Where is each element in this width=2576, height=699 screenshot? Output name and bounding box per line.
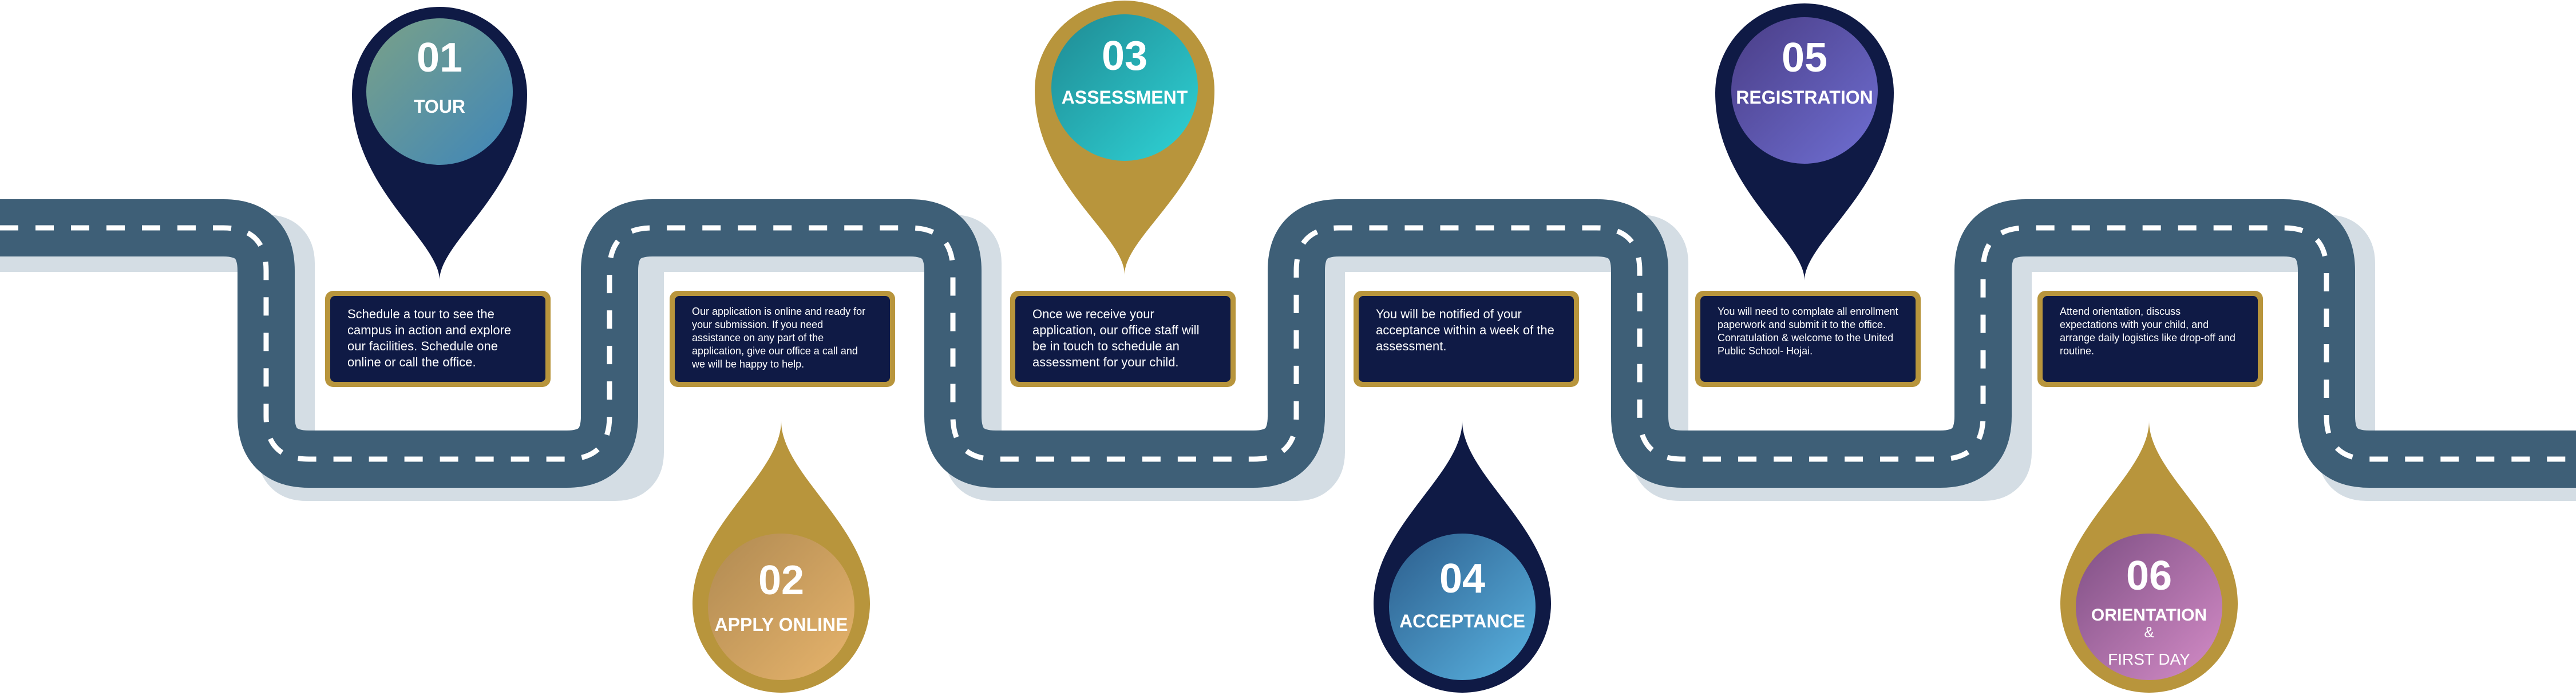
step-03-pin-circle <box>1051 14 1198 161</box>
step-03-title: ASSESSMENT <box>1062 87 1188 108</box>
step-04-title: ACCEPTANCE <box>1399 611 1525 631</box>
step-05-pin: 05 REGISTRATION <box>1715 3 1894 281</box>
step-05-number: 05 <box>1782 35 1827 81</box>
step-05-description: You will need to complate all enrollment… <box>1700 296 1916 382</box>
step-01-pin: 01 TOUR <box>352 7 527 281</box>
step-02-title: APPLY ONLINE <box>715 614 848 635</box>
step-01-pin-circle <box>366 18 513 165</box>
step-04-description: You will be notified of your acceptance … <box>1359 296 1574 382</box>
step-04-card: You will be notified of your acceptance … <box>1354 291 1579 387</box>
step-06-pin-circle <box>2076 534 2222 680</box>
road-center-line <box>0 225 2576 462</box>
step-04-number: 04 <box>1439 556 1485 602</box>
step-05-card: You will need to complate all enrollment… <box>1695 291 1921 387</box>
step-02-number: 02 <box>758 558 804 603</box>
step-03-number: 03 <box>1102 33 1147 79</box>
step-03-description: Once we receive your application, our of… <box>1015 296 1230 382</box>
step-06-pin: 06 ORIENTATION & FIRST DAY <box>2060 421 2238 693</box>
step-01-title: TOUR <box>414 96 465 117</box>
step-03-card: Once we receive your application, our of… <box>1010 291 1236 387</box>
step-01-card: Schedule a tour to see the campus in act… <box>325 291 551 387</box>
step-04-pin: 04 ACCEPTANCE <box>1374 421 1551 693</box>
step-02-pin: 02 APPLY ONLINE <box>693 421 870 693</box>
step-04-pin-circle <box>1389 534 1536 680</box>
step-06-card: Attend orientation, discuss expectations… <box>2037 291 2263 387</box>
step-05-title: REGISTRATION <box>1736 87 1873 108</box>
step-06-title: ORIENTATION <box>2091 606 2207 625</box>
step-06-number: 06 <box>2126 553 2172 599</box>
step-02-pin-circle <box>708 534 854 680</box>
step-01-number: 01 <box>417 35 462 81</box>
step-06-subtitle: FIRST DAY <box>2108 650 2190 668</box>
step-06-ampersand: & <box>2144 623 2154 641</box>
step-05-pin-circle <box>1731 17 1878 164</box>
step-02-description: Our application is online and ready for … <box>675 296 890 382</box>
step-02-card: Our application is online and ready for … <box>670 291 895 387</box>
step-03-pin: 03 ASSESSMENT <box>1035 1 1214 275</box>
step-06-description: Attend orientation, discuss expectations… <box>2043 296 2258 382</box>
step-01-description: Schedule a tour to see the campus in act… <box>330 296 545 382</box>
